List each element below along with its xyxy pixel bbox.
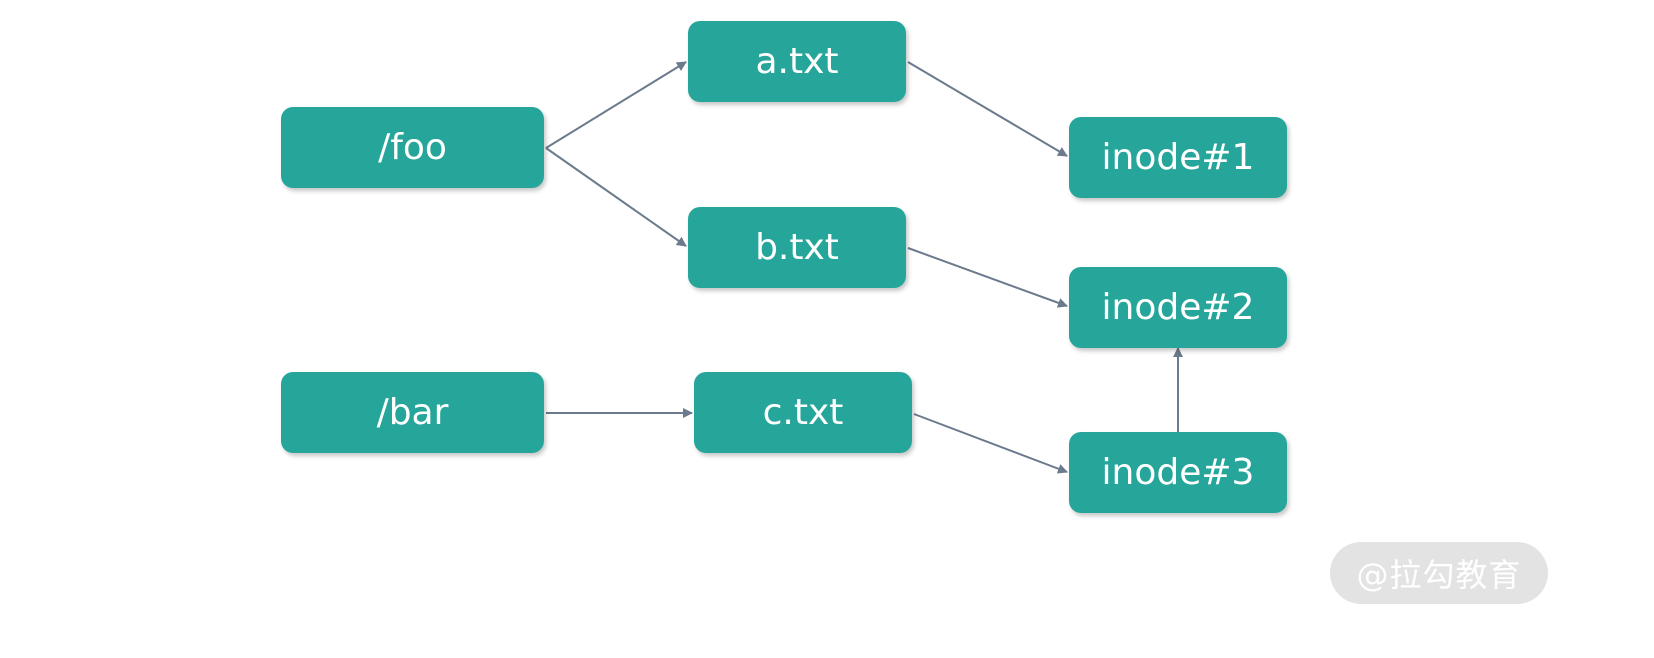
node-label-inode1: inode#1: [1101, 136, 1255, 178]
node-label-inode2: inode#2: [1101, 286, 1255, 328]
edge-c-to-inode3: [913, 413, 1068, 474]
edge-b-to-inode2: [907, 247, 1068, 308]
watermark-text: @拉勾教育: [1356, 556, 1522, 594]
node-a-txt: a.txt: [688, 21, 906, 102]
watermark-badge: @拉勾教育: [1330, 542, 1548, 604]
node-inode3: inode#3: [1069, 432, 1287, 513]
edge-a-to-inode1: [907, 61, 1068, 157]
node-foo: /foo: [281, 107, 544, 188]
node-label-a-txt: a.txt: [755, 40, 839, 82]
node-b-txt: b.txt: [688, 207, 906, 288]
edge-foo-to-b: [545, 147, 687, 247]
node-bar: /bar: [281, 372, 544, 453]
node-label-inode3: inode#3: [1101, 451, 1255, 493]
node-label-bar: /bar: [376, 391, 449, 433]
node-inode2: inode#2: [1069, 267, 1287, 348]
node-inode1: inode#1: [1069, 117, 1287, 198]
node-label-b-txt: b.txt: [755, 226, 839, 268]
edge-foo-to-a: [545, 61, 687, 149]
node-c-txt: c.txt: [694, 372, 912, 453]
node-label-foo: /foo: [378, 126, 447, 168]
node-label-c-txt: c.txt: [762, 391, 844, 433]
